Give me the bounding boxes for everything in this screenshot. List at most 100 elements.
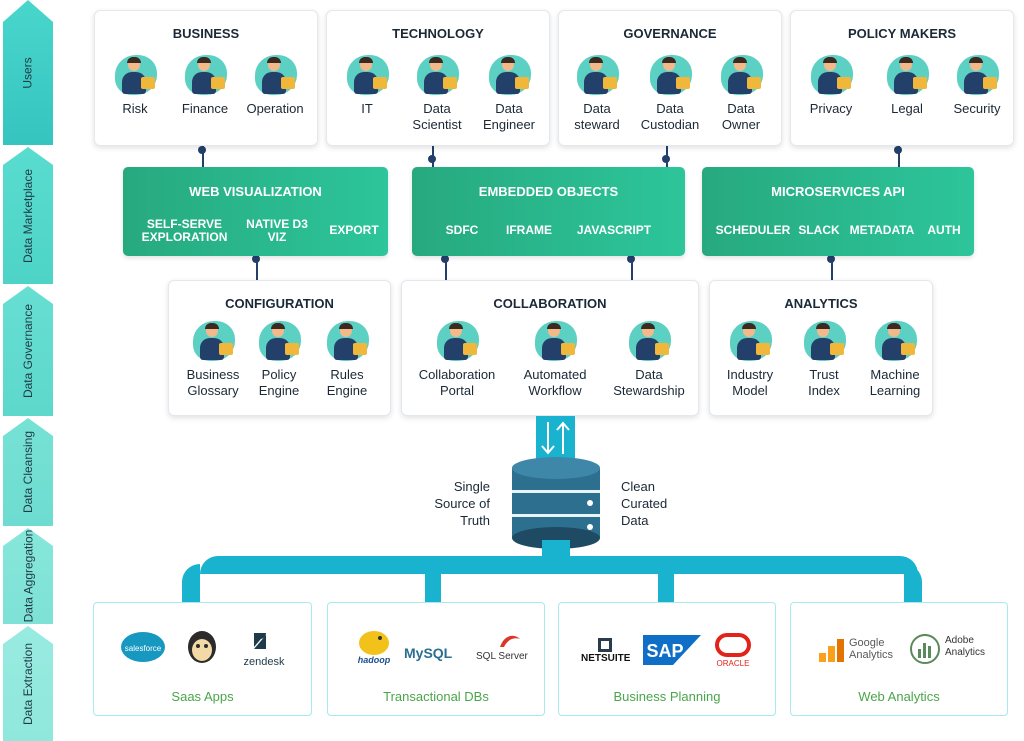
logo-line2: Analytics <box>945 647 986 658</box>
item-label-line2: Workflow <box>528 383 582 398</box>
item-label-line2: Stewardship <box>613 383 685 398</box>
stage-data-marketplace: Data Marketplace <box>3 147 53 284</box>
business-planning-box: NETSUITE SAP ORACLE Business Planning <box>558 602 776 716</box>
person-illustration-icon <box>181 53 229 97</box>
pipe-drop <box>182 564 200 604</box>
oracle-logo-icon: ORACLE <box>715 633 751 668</box>
person-illustration-icon <box>343 53 391 97</box>
person-illustration-icon <box>807 53 855 97</box>
person-illustration-icon <box>251 53 299 97</box>
person-illustration-icon <box>717 53 765 97</box>
stage-label: Data Marketplace <box>21 168 36 263</box>
item-label-line1: Data <box>656 101 684 116</box>
card-title: CONFIGURATION <box>225 296 334 311</box>
user-privacy: Privacy <box>793 53 869 117</box>
adobe-analytics-icon <box>910 634 940 664</box>
item-label: Finance <box>181 101 229 116</box>
hub-right-line1: Clean <box>621 479 655 494</box>
feature-export: EXPORT <box>323 224 385 237</box>
svg-text:hadoop: hadoop <box>358 655 391 665</box>
user-risk: Risk <box>97 53 173 117</box>
item-label: Risk <box>122 101 148 116</box>
connector <box>831 255 833 280</box>
item-label-line1: Policy <box>261 367 297 382</box>
single-source-of-truth-label: Single Source of Truth <box>430 478 490 529</box>
person-illustration-icon <box>726 319 774 363</box>
item-label: Operation <box>246 101 304 116</box>
person-illustration-icon <box>433 319 481 363</box>
hub-right-line3: Data <box>621 513 649 528</box>
card-title: TECHNOLOGY <box>392 26 484 41</box>
mailchimp-logo-icon <box>188 631 216 663</box>
stage-data-governance: Data Governance <box>3 286 53 416</box>
feature-label-line2: VIZ <box>267 230 287 244</box>
user-finance: Finance <box>167 53 243 117</box>
stage-label: Data Governance <box>21 303 35 399</box>
panel-title: MICROSERVICES API <box>771 184 905 199</box>
feature-label: AUTH <box>927 223 961 237</box>
connector-dot <box>894 146 902 154</box>
person-illustration-icon <box>111 53 159 97</box>
item-label: Legal <box>891 101 923 116</box>
card-title: BUSINESS <box>172 26 240 41</box>
item-label-line2: Custodian <box>640 117 700 132</box>
item-label-line2: Scientist <box>412 117 462 132</box>
sql-server-logo: SQL Server <box>476 651 528 662</box>
item-label-line2: Glossary <box>187 383 239 398</box>
feature-label: JAVASCRIPT <box>576 223 652 237</box>
person-illustration-icon <box>953 53 1001 97</box>
connector <box>631 255 633 280</box>
microservices-api-panel: MICROSERVICES API SCHEDULER SLACK METADA… <box>702 167 974 256</box>
user-it: IT <box>329 53 405 117</box>
stage-label: Data Extraction <box>21 642 36 725</box>
user-security: Security <box>939 53 1015 117</box>
svg-text:ORACLE: ORACLE <box>717 659 750 668</box>
feature-slack: SLACK <box>796 224 842 237</box>
hub-left-line2: Source of <box>434 496 490 511</box>
connector-dot <box>441 255 449 263</box>
hub-left-line1: Single <box>453 479 490 494</box>
database-icon <box>512 457 600 549</box>
person-illustration-icon <box>323 319 371 363</box>
google-analytics-icon <box>819 639 844 662</box>
feature-label-line1: SELF-SERVE <box>146 217 223 231</box>
item-label-line1: Data <box>423 101 451 116</box>
source-label: Transactional DBs <box>383 689 489 704</box>
item-label: Security <box>953 101 1001 116</box>
feature-sdfc: SDFC <box>434 224 490 237</box>
person-illustration-icon <box>883 53 931 97</box>
card-title: GOVERNANCE <box>623 26 717 41</box>
item-label-line2: Model <box>732 383 768 398</box>
web-analytics-box: Google Analytics Adobe Analytics Web Ana… <box>790 602 1008 716</box>
item-label-line2: Engine <box>258 383 300 398</box>
google-analytics-logo: Google Analytics <box>849 637 893 661</box>
pipe-drop <box>904 564 922 604</box>
connector-dot <box>827 255 835 263</box>
person-illustration-icon <box>871 319 919 363</box>
connector-dot <box>662 155 670 163</box>
item-label-line2: Engineer <box>482 117 536 132</box>
card-title: ANALYTICS <box>784 296 858 311</box>
item-label-line1: Collaboration <box>418 367 496 382</box>
item-label-line1: Automated <box>523 367 587 382</box>
feature-label-line2: EXPLORATION <box>141 230 228 244</box>
user-legal: Legal <box>869 53 945 117</box>
connector-dot <box>428 155 436 163</box>
panel-title: WEB VISUALIZATION <box>189 184 322 199</box>
item-label-line1: Machine <box>870 367 920 382</box>
item-label-line1: Data <box>727 101 755 116</box>
